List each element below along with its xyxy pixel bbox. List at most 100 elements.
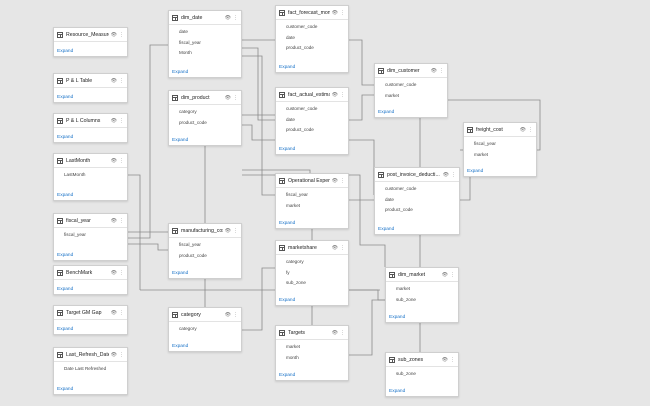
more-options-icon[interactable]: ⋮ — [119, 77, 124, 84]
eye-icon[interactable]: 👁 — [331, 244, 338, 251]
eye-icon[interactable]: 👁 — [441, 356, 448, 363]
expand-link[interactable]: Expand — [57, 49, 74, 54]
table-name[interactable]: Last_Refresh_Date — [66, 351, 109, 358]
eye-icon[interactable]: 👁 — [110, 351, 117, 358]
more-options-icon[interactable]: ⋮ — [233, 94, 238, 101]
column-item[interactable]: Month — [179, 50, 192, 55]
eye-icon[interactable]: 👁 — [441, 271, 448, 278]
expand-link[interactable]: Expand — [57, 287, 74, 292]
expand-link[interactable]: Expand — [279, 298, 296, 303]
more-options-icon[interactable]: ⋮ — [340, 244, 345, 251]
expand-link[interactable]: Expand — [57, 193, 74, 198]
more-options-icon[interactable]: ⋮ — [119, 117, 124, 124]
column-item[interactable]: Date Last Refreshed — [64, 366, 107, 371]
column-item[interactable]: market — [396, 286, 411, 291]
expand-link[interactable]: Expand — [57, 253, 74, 258]
table-name[interactable]: fiscal_year — [66, 217, 91, 224]
expand-link[interactable]: Expand — [172, 138, 189, 143]
table-name[interactable]: sub_zones — [398, 356, 424, 363]
expand-link[interactable]: Expand — [172, 344, 189, 349]
more-options-icon[interactable]: ⋮ — [119, 309, 124, 316]
column-item[interactable]: customer_code — [286, 24, 318, 29]
expand-link[interactable]: Expand — [378, 110, 395, 115]
expand-link[interactable]: Expand — [57, 387, 74, 392]
column-item[interactable]: fiscal_year — [179, 242, 201, 247]
expand-link[interactable]: Expand — [389, 389, 406, 394]
column-item[interactable]: category — [179, 109, 197, 114]
table-card-pl-columns[interactable]: P & L Columns👁⋮Expand — [53, 113, 128, 143]
table-name[interactable]: manufacturing_cost — [181, 227, 223, 234]
table-header[interactable]: Target GM Gap 👁⋮ — [54, 306, 127, 320]
more-options-icon[interactable]: ⋮ — [450, 356, 455, 363]
eye-icon[interactable]: 👁 — [110, 157, 117, 164]
table-header[interactable]: dim_date👁⋮ — [169, 11, 241, 25]
expand-link[interactable]: Expand — [57, 95, 74, 100]
eye-icon[interactable]: 👁 — [331, 329, 338, 336]
column-item[interactable]: fiscal_year — [286, 192, 308, 197]
table-name[interactable]: Target GM Gap — [66, 309, 102, 316]
column-item[interactable]: category — [179, 326, 197, 331]
column-item[interactable]: customer_code — [385, 186, 417, 191]
more-options-icon[interactable]: ⋮ — [528, 126, 533, 133]
table-name[interactable]: Resource_Measures — [66, 31, 109, 38]
column-item[interactable]: product_code — [179, 119, 207, 125]
table-card-pl-table[interactable]: P & L Table👁⋮ Expand — [53, 73, 128, 103]
table-header[interactable]: LastMonth👁⋮ — [54, 154, 127, 168]
more-options-icon[interactable]: ⋮ — [119, 157, 124, 164]
column-item[interactable]: date — [179, 29, 188, 34]
more-options-icon[interactable]: ⋮ — [340, 177, 345, 184]
column-item[interactable]: sub_zone — [396, 296, 416, 302]
table-card-operational-expenses[interactable]: Operational Expenses👁⋮fiscal_yearmarketE… — [275, 173, 349, 229]
column-item[interactable]: product_code — [179, 252, 207, 258]
column-item[interactable]: month — [286, 354, 299, 360]
more-options-icon[interactable]: ⋮ — [450, 271, 455, 278]
column-item[interactable]: fy — [286, 269, 290, 275]
expand-link[interactable]: Expand — [378, 227, 395, 232]
expand-link[interactable]: Expand — [279, 65, 296, 70]
table-header[interactable]: BenchMark👁⋮ — [54, 266, 127, 280]
eye-icon[interactable]: 👁 — [442, 171, 449, 178]
column-item[interactable]: product_code — [286, 127, 314, 132]
column-item[interactable]: sub_zone — [396, 371, 416, 376]
column-item[interactable]: fiscal_year — [64, 232, 86, 237]
table-name[interactable]: freight_cost — [476, 126, 503, 133]
eye-icon[interactable]: 👁 — [110, 77, 117, 84]
table-header[interactable]: Operational Expenses👁⋮ — [276, 174, 348, 188]
table-name[interactable]: dim_date — [181, 14, 203, 21]
more-options-icon[interactable]: ⋮ — [233, 14, 238, 21]
table-header[interactable]: P & L Table👁⋮ — [54, 74, 127, 88]
table-name[interactable]: dim_product — [181, 94, 210, 101]
eye-icon[interactable]: 👁 — [331, 9, 338, 16]
expand-link[interactable]: Expand — [172, 271, 189, 276]
table-name[interactable]: marketshare — [288, 244, 317, 251]
eye-icon[interactable]: 👁 — [110, 117, 117, 124]
eye-icon[interactable]: 👁 — [110, 309, 117, 316]
column-item[interactable]: product_code — [385, 207, 413, 212]
more-options-icon[interactable]: ⋮ — [340, 329, 345, 336]
column-item[interactable]: customer_code — [286, 106, 318, 111]
column-item[interactable]: market — [474, 151, 489, 157]
table-name[interactable]: Targets — [288, 329, 306, 336]
eye-icon[interactable]: 👁 — [331, 177, 338, 184]
eye-icon[interactable]: 👁 — [110, 31, 117, 38]
expand-link[interactable]: Expand — [279, 373, 296, 378]
eye-icon[interactable]: 👁 — [519, 126, 526, 133]
expand-link[interactable]: Expand — [467, 169, 484, 174]
more-options-icon[interactable]: ⋮ — [451, 171, 456, 178]
column-item[interactable]: LastMonth — [64, 172, 86, 177]
more-options-icon[interactable]: ⋮ — [119, 217, 124, 224]
table-header[interactable]: dim_customer👁⋮ — [375, 64, 447, 78]
column-item[interactable]: fiscal_year — [179, 39, 201, 45]
column-item[interactable]: product_code — [286, 45, 314, 50]
column-item[interactable]: sub_zone — [286, 280, 306, 285]
